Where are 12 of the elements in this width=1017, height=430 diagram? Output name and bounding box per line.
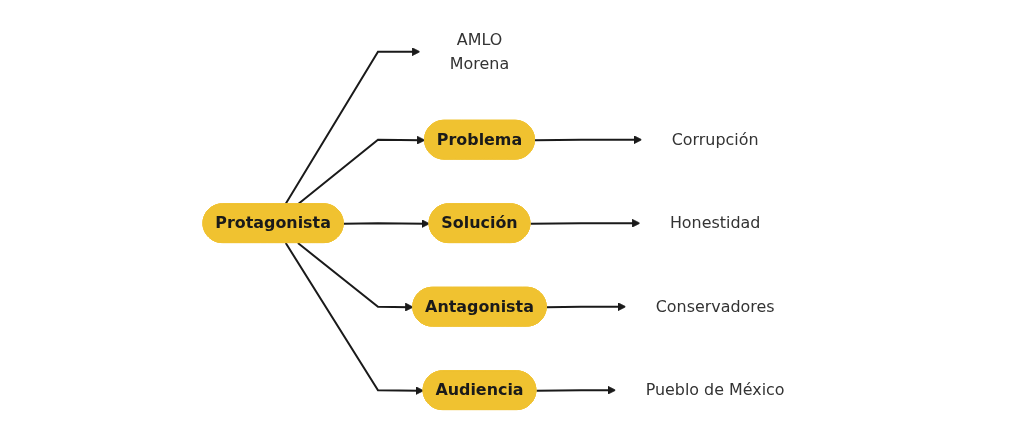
node-text: Corrupción <box>671 129 759 149</box>
node-text: Honestidad <box>669 213 761 233</box>
arrow <box>529 218 641 228</box>
arrow <box>545 302 627 312</box>
arrow <box>296 242 414 312</box>
arrow <box>535 385 616 395</box>
arrow <box>342 219 430 228</box>
node-text: Pueblo de México <box>645 380 785 400</box>
node-text: Conservadores <box>655 296 775 316</box>
node-text: AMLO Morena <box>449 29 509 73</box>
arrow <box>533 135 643 145</box>
arrow <box>284 242 424 395</box>
